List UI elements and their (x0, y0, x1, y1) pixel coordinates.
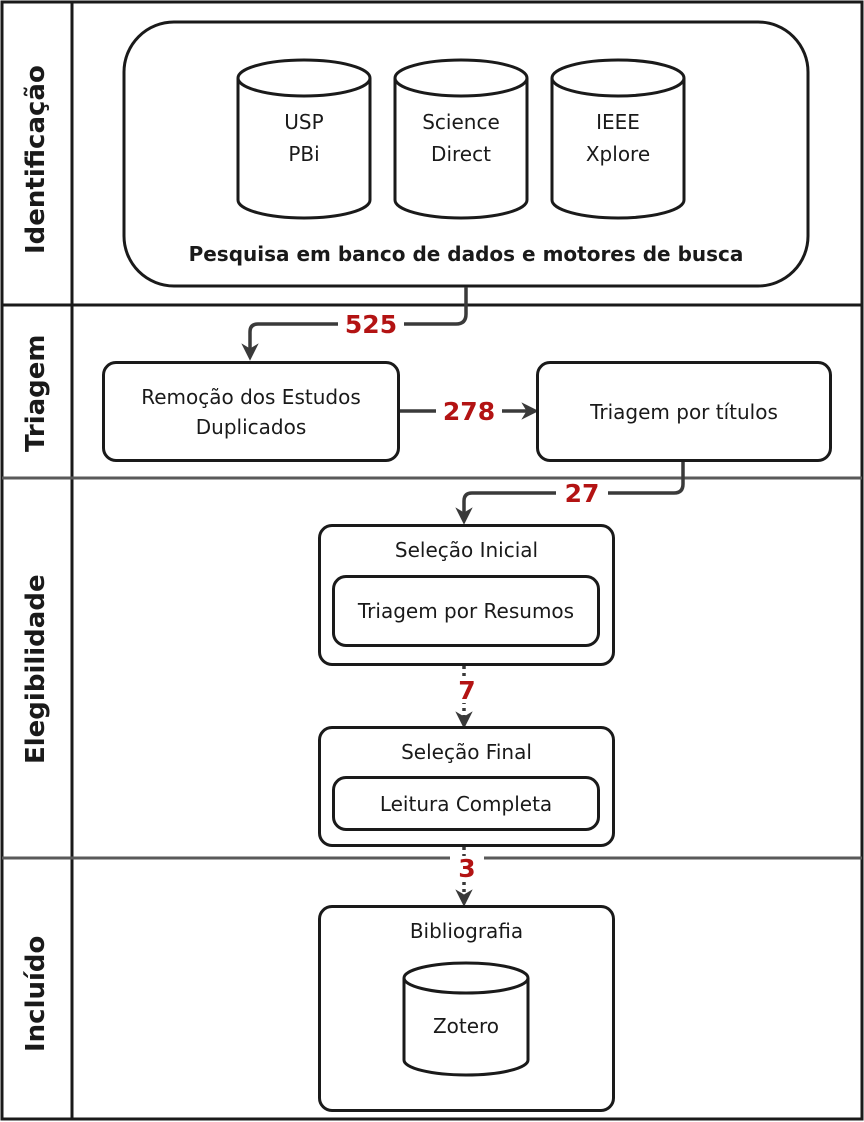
section-label-triagem: Triagem (21, 334, 51, 453)
section-label-elegibilidade: Elegibilidade (21, 574, 51, 764)
box-triagem-resumos: Triagem por Resumos (332, 575, 600, 647)
box-remocao-duplicados: Remoção dos Estudos Duplicados (102, 361, 400, 462)
box-bibliografia-title: Bibliografia (409, 919, 524, 943)
database-label-usp: USP PBi (284, 110, 324, 166)
count-after-titles: 27 (556, 481, 608, 506)
database-label-ieee: IEEE Xplore (585, 110, 651, 166)
section-label-incluido: Incluído (21, 935, 51, 1052)
database-label-science: Science Direct (422, 110, 500, 166)
box-resumos-text: Triagem por Resumos (357, 599, 575, 623)
box-triagem-titulos: Triagem por títulos (536, 361, 832, 462)
database-cylinder-zotero (402, 961, 530, 1077)
count-after-abstracts: 7 (450, 678, 484, 703)
search-caption: Pesquisa em banco de dados e motores de … (188, 242, 744, 266)
database-cylinder-science (393, 58, 529, 220)
box-remocao-text: Remoção dos Estudos Duplicados (141, 384, 361, 439)
box-bibliografia: Bibliografia (318, 905, 615, 1112)
database-cylinder-usp (236, 58, 372, 220)
database-label-zotero: Zotero (432, 1014, 500, 1038)
section-label-identificacao: Identificação (21, 65, 51, 254)
box-titulos-text: Triagem por títulos (590, 399, 778, 424)
count-included: 3 (450, 856, 484, 881)
box-selecao-final-title: Seleção Final (401, 740, 532, 764)
box-selecao-inicial-title: Seleção Inicial (394, 538, 539, 562)
count-after-duplicates: 278 (436, 399, 502, 424)
count-identified: 525 (338, 312, 404, 337)
box-leitura-text: Leitura Completa (379, 791, 553, 816)
database-cylinder-ieee (550, 58, 686, 220)
box-leitura-completa: Leitura Completa (332, 776, 600, 831)
